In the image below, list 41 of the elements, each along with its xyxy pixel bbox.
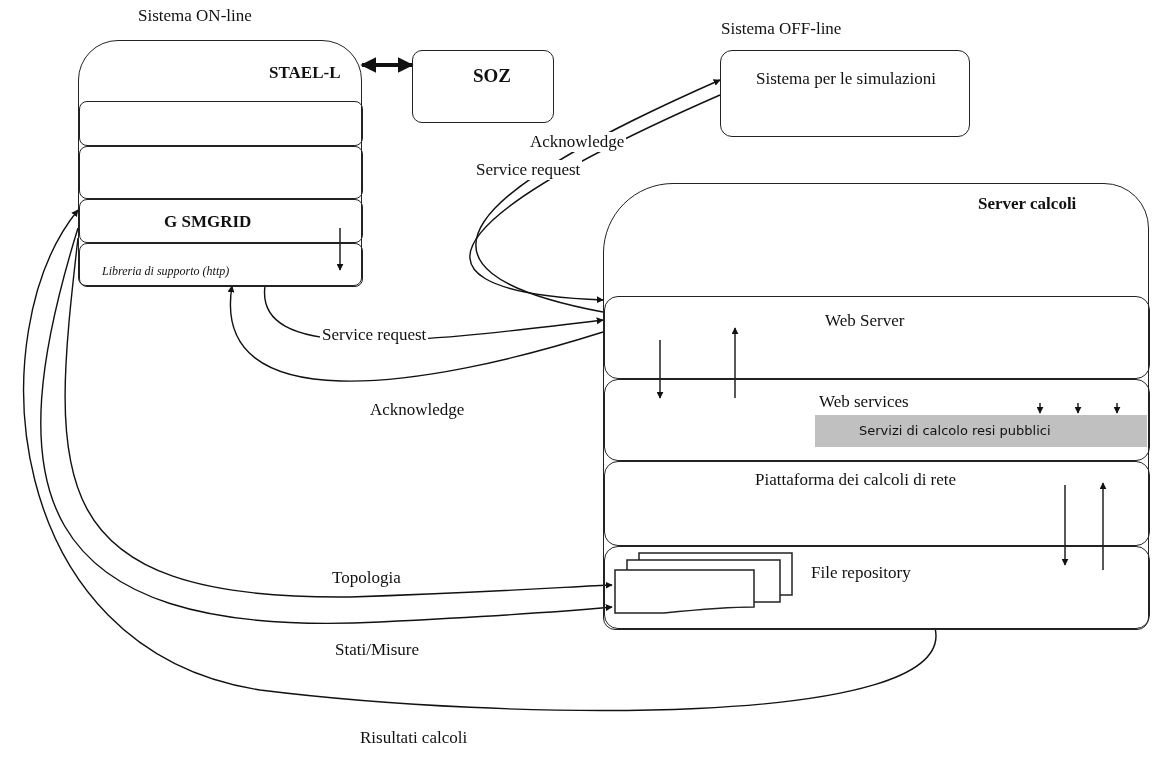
service-bar <box>815 415 1147 447</box>
edge-label: Acknowledge <box>368 400 467 420</box>
system-box <box>78 40 362 286</box>
edge-label: Acknowledge <box>528 132 627 152</box>
layer-box <box>604 296 1150 379</box>
arrow <box>1099 482 1107 571</box>
arrow <box>656 339 664 399</box>
layer-box <box>79 101 363 146</box>
layer-label: Piattaforma dei calcoli di rete <box>755 470 957 490</box>
box-heading: STAEL-L <box>269 63 341 83</box>
box-label: SOZ <box>473 65 512 87</box>
layer-box <box>604 379 1150 461</box>
bar-label: Servizi di calcolo resi pubblici <box>859 423 1051 439</box>
layer-label: Web services <box>819 392 909 412</box>
layer-box <box>604 461 1150 546</box>
arrow <box>336 227 344 271</box>
layer-label: G SMGRID <box>164 212 252 232</box>
document-stack-icon <box>614 552 794 614</box>
edge-label: Service request <box>474 160 583 180</box>
layer-box <box>79 146 363 199</box>
box-label: Sistema per le simulazioni <box>755 68 937 90</box>
box-caption: Sistema OFF-line <box>721 19 842 39</box>
arrow <box>1061 484 1069 566</box>
layer-label: Web Server <box>825 311 905 331</box>
arrow <box>1074 402 1082 414</box>
double-arrow <box>360 57 414 73</box>
arrow <box>1113 402 1121 414</box>
layer-box <box>604 546 1150 629</box>
arrow <box>731 327 739 399</box>
arrow <box>228 285 604 382</box>
system-caption: Sistema ON-line <box>138 6 252 26</box>
layer-box <box>79 199 363 243</box>
layer-label: File repository <box>811 563 911 583</box>
server-box <box>603 183 1149 630</box>
arrow <box>1036 402 1044 414</box>
system-box <box>412 50 554 123</box>
arrow <box>23 209 936 712</box>
layer-label: Libreria di supporto (http) <box>102 264 230 279</box>
edge-label: Topologia <box>330 568 403 588</box>
box-heading: Server calcoli <box>978 194 1077 214</box>
layer-box <box>79 243 363 287</box>
